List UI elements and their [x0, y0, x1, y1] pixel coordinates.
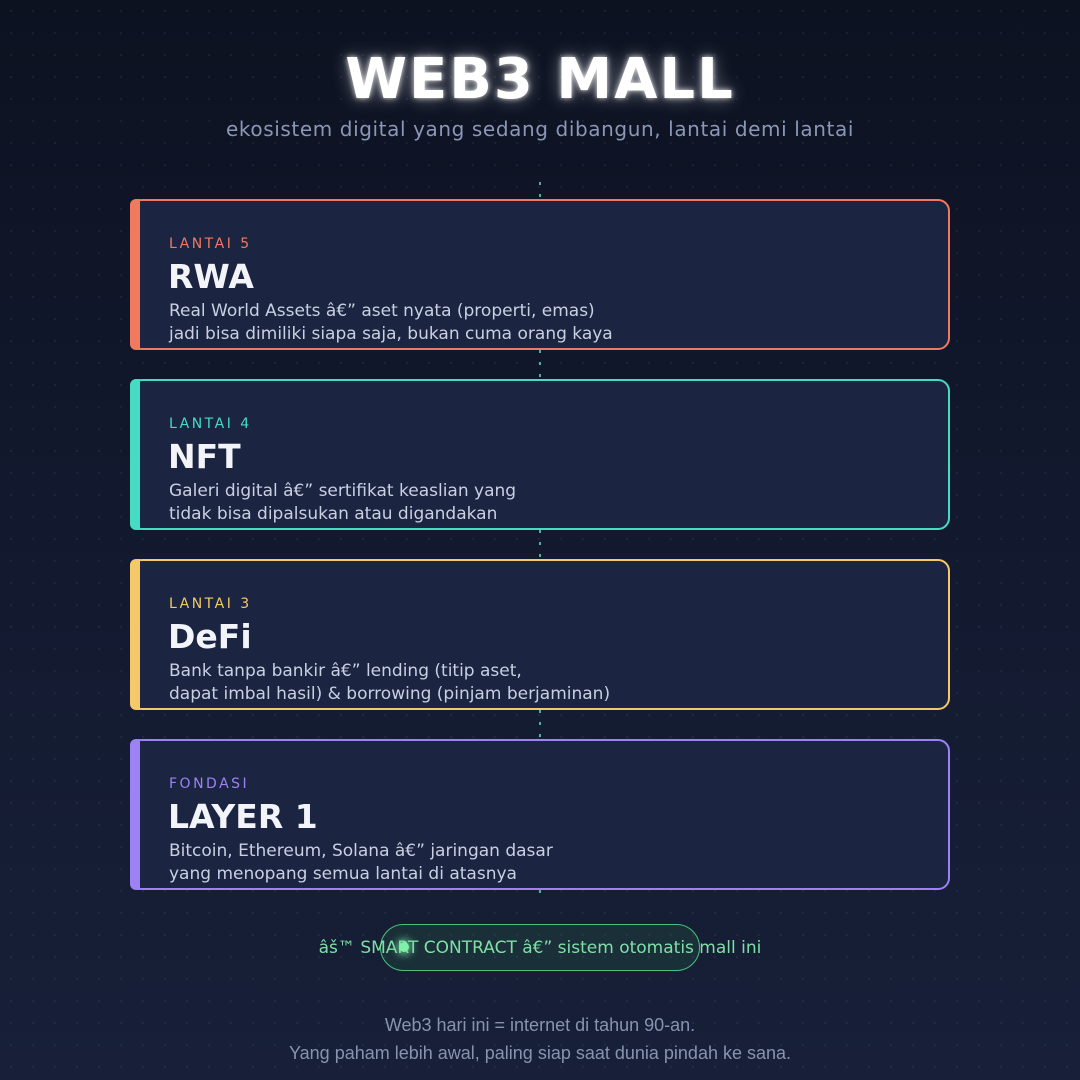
floor-description-line: Galeri digital â€” sertifikat keaslian y… — [169, 481, 517, 501]
floor-description-line: Bitcoin, Ethereum, Solana â€” jaringan d… — [169, 841, 553, 861]
page-subtitle: ekosistem digital yang sedang dibangun, … — [225, 117, 854, 141]
floor-label: LANTAI 4 — [169, 416, 252, 432]
floor-name: NFT — [168, 437, 241, 476]
floor-name: LAYER 1 — [168, 797, 318, 836]
floor-description: Real World Assets â€” aset nyata (proper… — [169, 300, 613, 346]
floor-description: Bitcoin, Ethereum, Solana â€” jaringan d… — [169, 840, 553, 886]
dotted-spine-connector — [539, 182, 541, 898]
floor-description-line: Real World Assets â€” aset nyata (proper… — [169, 301, 595, 321]
floor-description-line: tidak bisa dipalsukan atau digandakan — [169, 504, 498, 524]
floor-card-layer1: FONDASI LAYER 1 Bitcoin, Ethereum, Solan… — [130, 739, 950, 890]
smart-contract-badge — [380, 924, 700, 971]
floor-description: Bank tanpa bankir â€” lending (titip ase… — [169, 660, 610, 706]
status-glow-dot-icon — [399, 942, 409, 952]
floor-card-defi: LANTAI 3 DeFi Bank tanpa bankir â€” lend… — [130, 559, 950, 710]
floor-stack: LANTAI 5 RWA Real World Assets â€” aset … — [130, 199, 950, 919]
floor-description-line: jadi bisa dimiliki siapa saja, bukan cum… — [169, 324, 613, 344]
floor-label: FONDASI — [169, 776, 250, 792]
floor-label: LANTAI 5 — [169, 236, 252, 252]
floor-description-line: Bank tanpa bankir â€” lending (titip ase… — [169, 661, 522, 681]
floor-card-nft: LANTAI 4 NFT Galeri digital â€” sertifik… — [130, 379, 950, 530]
floor-name: DeFi — [168, 617, 252, 656]
footer-note: Web3 hari ini = internet di tahun 90-an.… — [0, 1011, 1080, 1067]
floor-label: LANTAI 3 — [169, 596, 252, 612]
footer-line: Web3 hari ini = internet di tahun 90-an. — [384, 1015, 696, 1035]
floor-card-rwa: LANTAI 5 RWA Real World Assets â€” aset … — [130, 199, 950, 350]
floor-description-line: dapat imbal hasil) & borrowing (pinjam b… — [169, 684, 611, 704]
floor-name: RWA — [168, 257, 254, 296]
page-title: WEB3 MALL — [345, 47, 735, 112]
floor-description: Galeri digital â€” sertifikat keaslian y… — [169, 480, 516, 526]
floor-description-line: yang menopang semua lantai di atasnya — [169, 864, 517, 884]
smart-contract-label: âš™ SMART CONTRACT â€” sistem otomatis m… — [318, 938, 762, 958]
footer-line: Yang paham lebih awal, paling siap saat … — [288, 1043, 792, 1063]
